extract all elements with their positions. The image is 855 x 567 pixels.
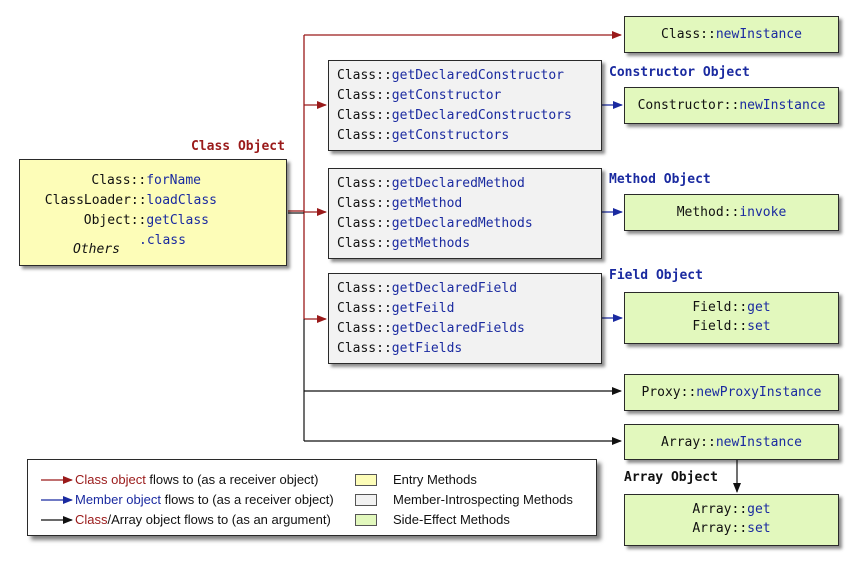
constructor-introspection-box: Class::getDeclaredConstructor Class::get… xyxy=(328,60,602,151)
constructor-object-title: Constructor Object xyxy=(609,65,750,80)
entry-methods-box: Class::forName ClassLoader::loadClass Ob… xyxy=(19,159,287,266)
class-object-title: Class Object xyxy=(191,139,285,154)
member-line: Class::getDeclaredMethods xyxy=(337,216,533,231)
array-object-title: Array Object xyxy=(624,470,718,485)
entry-others: Others xyxy=(73,242,120,257)
member-line: Class::getFields xyxy=(337,341,463,356)
member-legend-label: Member-Introspecting Methods xyxy=(393,492,573,507)
side-line: Array::get xyxy=(692,502,771,517)
entry-swatch xyxy=(355,474,377,486)
legend-blue-label: Member object flows to (as a receiver ob… xyxy=(75,492,334,507)
entry-line-loadclass: ClassLoader::loadClass xyxy=(44,193,217,208)
proxy-newproxyinstance-box: Proxy::newProxyInstance xyxy=(624,374,839,411)
entry-line-getclass: Object::getClass xyxy=(83,213,209,228)
array-newinstance-box: Array::newInstance xyxy=(624,424,839,460)
legend-red-label: Class object flows to (as a receiver obj… xyxy=(75,472,319,487)
method-invoke-box: Method::invoke xyxy=(624,194,839,231)
entry-line-forname: Class::forName xyxy=(91,173,201,188)
class-newinstance-box: Class::newInstance xyxy=(624,16,839,53)
array-getset-box: Array::get Array::set xyxy=(624,494,839,546)
member-line: Class::getMethods xyxy=(337,236,471,251)
member-swatch xyxy=(355,494,377,506)
side-legend-label: Side-Effect Methods xyxy=(393,512,510,527)
member-line: Class::getConstructor xyxy=(337,88,502,103)
constructor-newinstance-box: Constructor::newInstance xyxy=(624,87,839,124)
legend-black-label: Class/Array object flows to (as an argum… xyxy=(75,512,331,527)
field-getset-box: Field::get Field::set xyxy=(624,292,839,344)
side-line: Constructor::newInstance xyxy=(637,98,826,113)
member-line: Class::getConstructors xyxy=(337,128,510,143)
side-line: Array::newInstance xyxy=(661,435,802,450)
side-line: Method::invoke xyxy=(676,205,787,220)
field-object-title: Field Object xyxy=(609,268,703,283)
member-line: Class::getMethod xyxy=(337,196,463,211)
side-line: Proxy::newProxyInstance xyxy=(641,385,822,400)
entry-legend-label: Entry Methods xyxy=(393,472,477,487)
side-line: Array::set xyxy=(692,521,771,536)
member-line: Class::getDeclaredConstructor xyxy=(337,68,564,83)
legend-arrows xyxy=(41,476,73,524)
side-swatch xyxy=(355,514,377,526)
member-line: Class::getDeclaredMethod xyxy=(337,176,525,191)
member-line: Class::getDeclaredField xyxy=(337,281,518,296)
method-object-title: Method Object xyxy=(609,172,711,187)
entry-line-dotclass: .class xyxy=(139,233,186,248)
field-introspection-box: Class::getDeclaredField Class::getFeild … xyxy=(328,273,602,364)
legend: Class object flows to (as a receiver obj… xyxy=(27,459,597,536)
member-line: Class::getDeclaredFields xyxy=(337,321,525,336)
side-line: Field::get xyxy=(692,300,771,315)
method-introspection-box: Class::getDeclaredMethod Class::getMetho… xyxy=(328,168,602,259)
side-line: Class::newInstance xyxy=(661,27,802,42)
member-line: Class::getDeclaredConstructors xyxy=(337,108,572,123)
member-line: Class::getFeild xyxy=(337,301,455,316)
side-line: Field::set xyxy=(692,319,771,334)
